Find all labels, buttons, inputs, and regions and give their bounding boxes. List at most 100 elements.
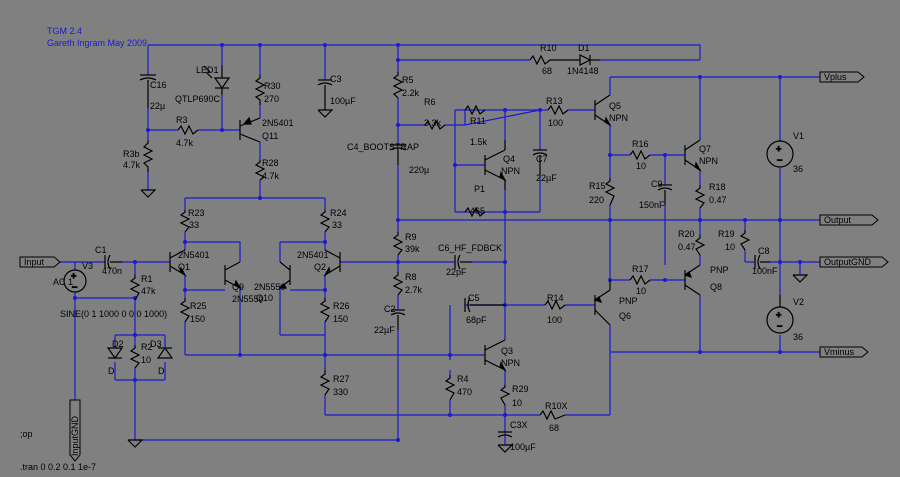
resistor-symbols bbox=[129, 54, 751, 421]
parts-v3-value-label: AC 1 bbox=[53, 277, 73, 287]
parts-r28-value-label: 4.7k bbox=[262, 171, 280, 181]
parts-r26-name-label: R26 bbox=[333, 301, 350, 311]
parts-d1-value-label: 1N4148 bbox=[567, 66, 599, 76]
parts-q9-value-label: 2N5550 bbox=[232, 294, 264, 304]
capacitor-c3 bbox=[317, 79, 333, 110]
net-output-label: Output bbox=[824, 215, 852, 225]
label-label: + bbox=[71, 271, 76, 281]
net-flags bbox=[19, 71, 889, 462]
transistor-q6 bbox=[593, 280, 611, 326]
resistor-r4 bbox=[444, 375, 456, 401]
parts-r30-value-label: 270 bbox=[264, 94, 279, 104]
ground-outputgnd bbox=[792, 274, 809, 283]
parts-r18-value-label: 0.47 bbox=[709, 195, 727, 205]
parts-c16-value-label: 22µ bbox=[150, 101, 165, 111]
op-directive: ;op bbox=[20, 429, 33, 439]
label-label: − bbox=[777, 321, 782, 331]
parts-c7-value-label: 22µF bbox=[536, 173, 557, 183]
parts-r4-value-label: 470 bbox=[457, 387, 472, 397]
parts-q7-value-label: NPN bbox=[699, 156, 718, 166]
parts-c3-value-label: 100µF bbox=[330, 96, 356, 106]
resistor-r30 bbox=[254, 75, 266, 105]
parts-c5-name-label: C5 bbox=[468, 293, 480, 303]
parts-led1-value-label: QTLP690C bbox=[175, 94, 221, 104]
parts-q4-name-label: Q4 bbox=[503, 154, 515, 164]
parts-v3-spec-label: SINE(0 1 1000 0 0 0 1000) bbox=[60, 309, 167, 319]
parts-r29-value-label: 10 bbox=[512, 398, 522, 408]
parts-r14-value-label: 100 bbox=[547, 315, 562, 325]
flag-input bbox=[19, 256, 61, 268]
parts-r11-name-label: R11 bbox=[470, 116, 486, 126]
parts-q2-value-label: 2N5401 bbox=[297, 250, 329, 260]
parts-led1-name-label: LED1 bbox=[196, 65, 219, 75]
transistor-q2 bbox=[323, 249, 341, 277]
transistor-q11 bbox=[239, 116, 261, 143]
resistor-r15 bbox=[604, 178, 616, 206]
parts-r15-name-label: R15 bbox=[589, 181, 606, 191]
resistor-r18 bbox=[694, 185, 706, 209]
parts-c1-name-label: C1 bbox=[95, 245, 107, 255]
resistor-r20 bbox=[694, 235, 706, 256]
parts-r5-value-label: 2.2k bbox=[402, 88, 420, 98]
label-label: − bbox=[777, 155, 782, 165]
capacitor-c1 bbox=[104, 254, 122, 270]
ground-symbols bbox=[127, 109, 809, 453]
parts-d2-value-label: D bbox=[108, 366, 115, 376]
resistor-r28 bbox=[254, 160, 266, 181]
parts-r10x-name-label: R10X bbox=[545, 401, 568, 411]
parts-r3b-name-label: R3b bbox=[123, 149, 140, 159]
parts-r16-value-label: 10 bbox=[636, 161, 646, 171]
resistor-r25 bbox=[179, 298, 191, 323]
parts-c8-value-label: 100nF bbox=[752, 266, 778, 276]
net-inputgnd-label: InputGND bbox=[70, 415, 80, 456]
parts-r13-value-label: 100 bbox=[548, 118, 563, 128]
parts-q10-name-label: Q10 bbox=[256, 293, 273, 303]
parts-c7-name-label: C7 bbox=[536, 154, 548, 164]
transistor-q10 bbox=[278, 261, 291, 289]
parts-r8-value-label: 2.7k bbox=[405, 285, 423, 295]
parts-c6-value-label: 22pF bbox=[446, 267, 467, 277]
parts-r27-value-label: 330 bbox=[333, 387, 348, 397]
parts-r29-name-label: R29 bbox=[512, 384, 529, 394]
parts-r30-name-label: R30 bbox=[264, 81, 281, 91]
parts-r8-name-label: R8 bbox=[405, 272, 417, 282]
parts-r20-value-label: 0.47 bbox=[678, 242, 696, 252]
diode-d1 bbox=[579, 54, 600, 66]
capacitor-c5 bbox=[464, 297, 505, 313]
label-label: + bbox=[776, 144, 781, 154]
label-label: + bbox=[776, 310, 781, 320]
parts-r10-name-label: R10 bbox=[540, 43, 557, 53]
led-led1 bbox=[203, 65, 231, 95]
parts-d2-name-label: D2 bbox=[112, 339, 124, 349]
parts-r19-value-label: 10 bbox=[725, 242, 735, 252]
parts-r13-name-label: R13 bbox=[546, 96, 563, 106]
wires bbox=[20, 44, 820, 445]
diode-d3 bbox=[156, 346, 174, 359]
parts-c5-value-label: 68pF bbox=[466, 315, 487, 325]
parts-q8-value-label: PNP bbox=[710, 265, 729, 275]
resistor-r29 bbox=[499, 385, 511, 406]
resistor-r11 bbox=[464, 104, 486, 116]
parts-c4-name-label: C4_BOOTSTRAP bbox=[347, 142, 419, 152]
resistor-r9 bbox=[392, 232, 404, 256]
net-input-label: Input bbox=[24, 257, 45, 267]
title-label: TGM 2.4 bbox=[47, 26, 82, 36]
diode-d2 bbox=[106, 347, 124, 360]
capacitor-c7 bbox=[532, 149, 548, 175]
resistor-r1 bbox=[129, 275, 141, 301]
parts-c8-name-label: C8 bbox=[758, 246, 770, 256]
parts-q6-value-label: PNP bbox=[619, 296, 638, 306]
parts-q8-name-label: Q8 bbox=[710, 282, 722, 292]
parts-r25-value-label: 150 bbox=[190, 314, 205, 324]
parts-r24-name-label: R24 bbox=[330, 208, 347, 218]
parts-c3-name-label: C3 bbox=[330, 74, 342, 84]
capacitor-symbols bbox=[104, 74, 770, 438]
transistor-q5 bbox=[594, 94, 612, 127]
transistor-q4 bbox=[484, 140, 507, 190]
parts-r16-name-label: R16 bbox=[632, 139, 649, 149]
parts-r14-name-label: R14 bbox=[547, 293, 564, 303]
parts-q11-name-label: Q11 bbox=[262, 131, 278, 141]
resistor-r10x bbox=[539, 409, 566, 421]
parts-c16-name-label: C16 bbox=[150, 80, 167, 90]
